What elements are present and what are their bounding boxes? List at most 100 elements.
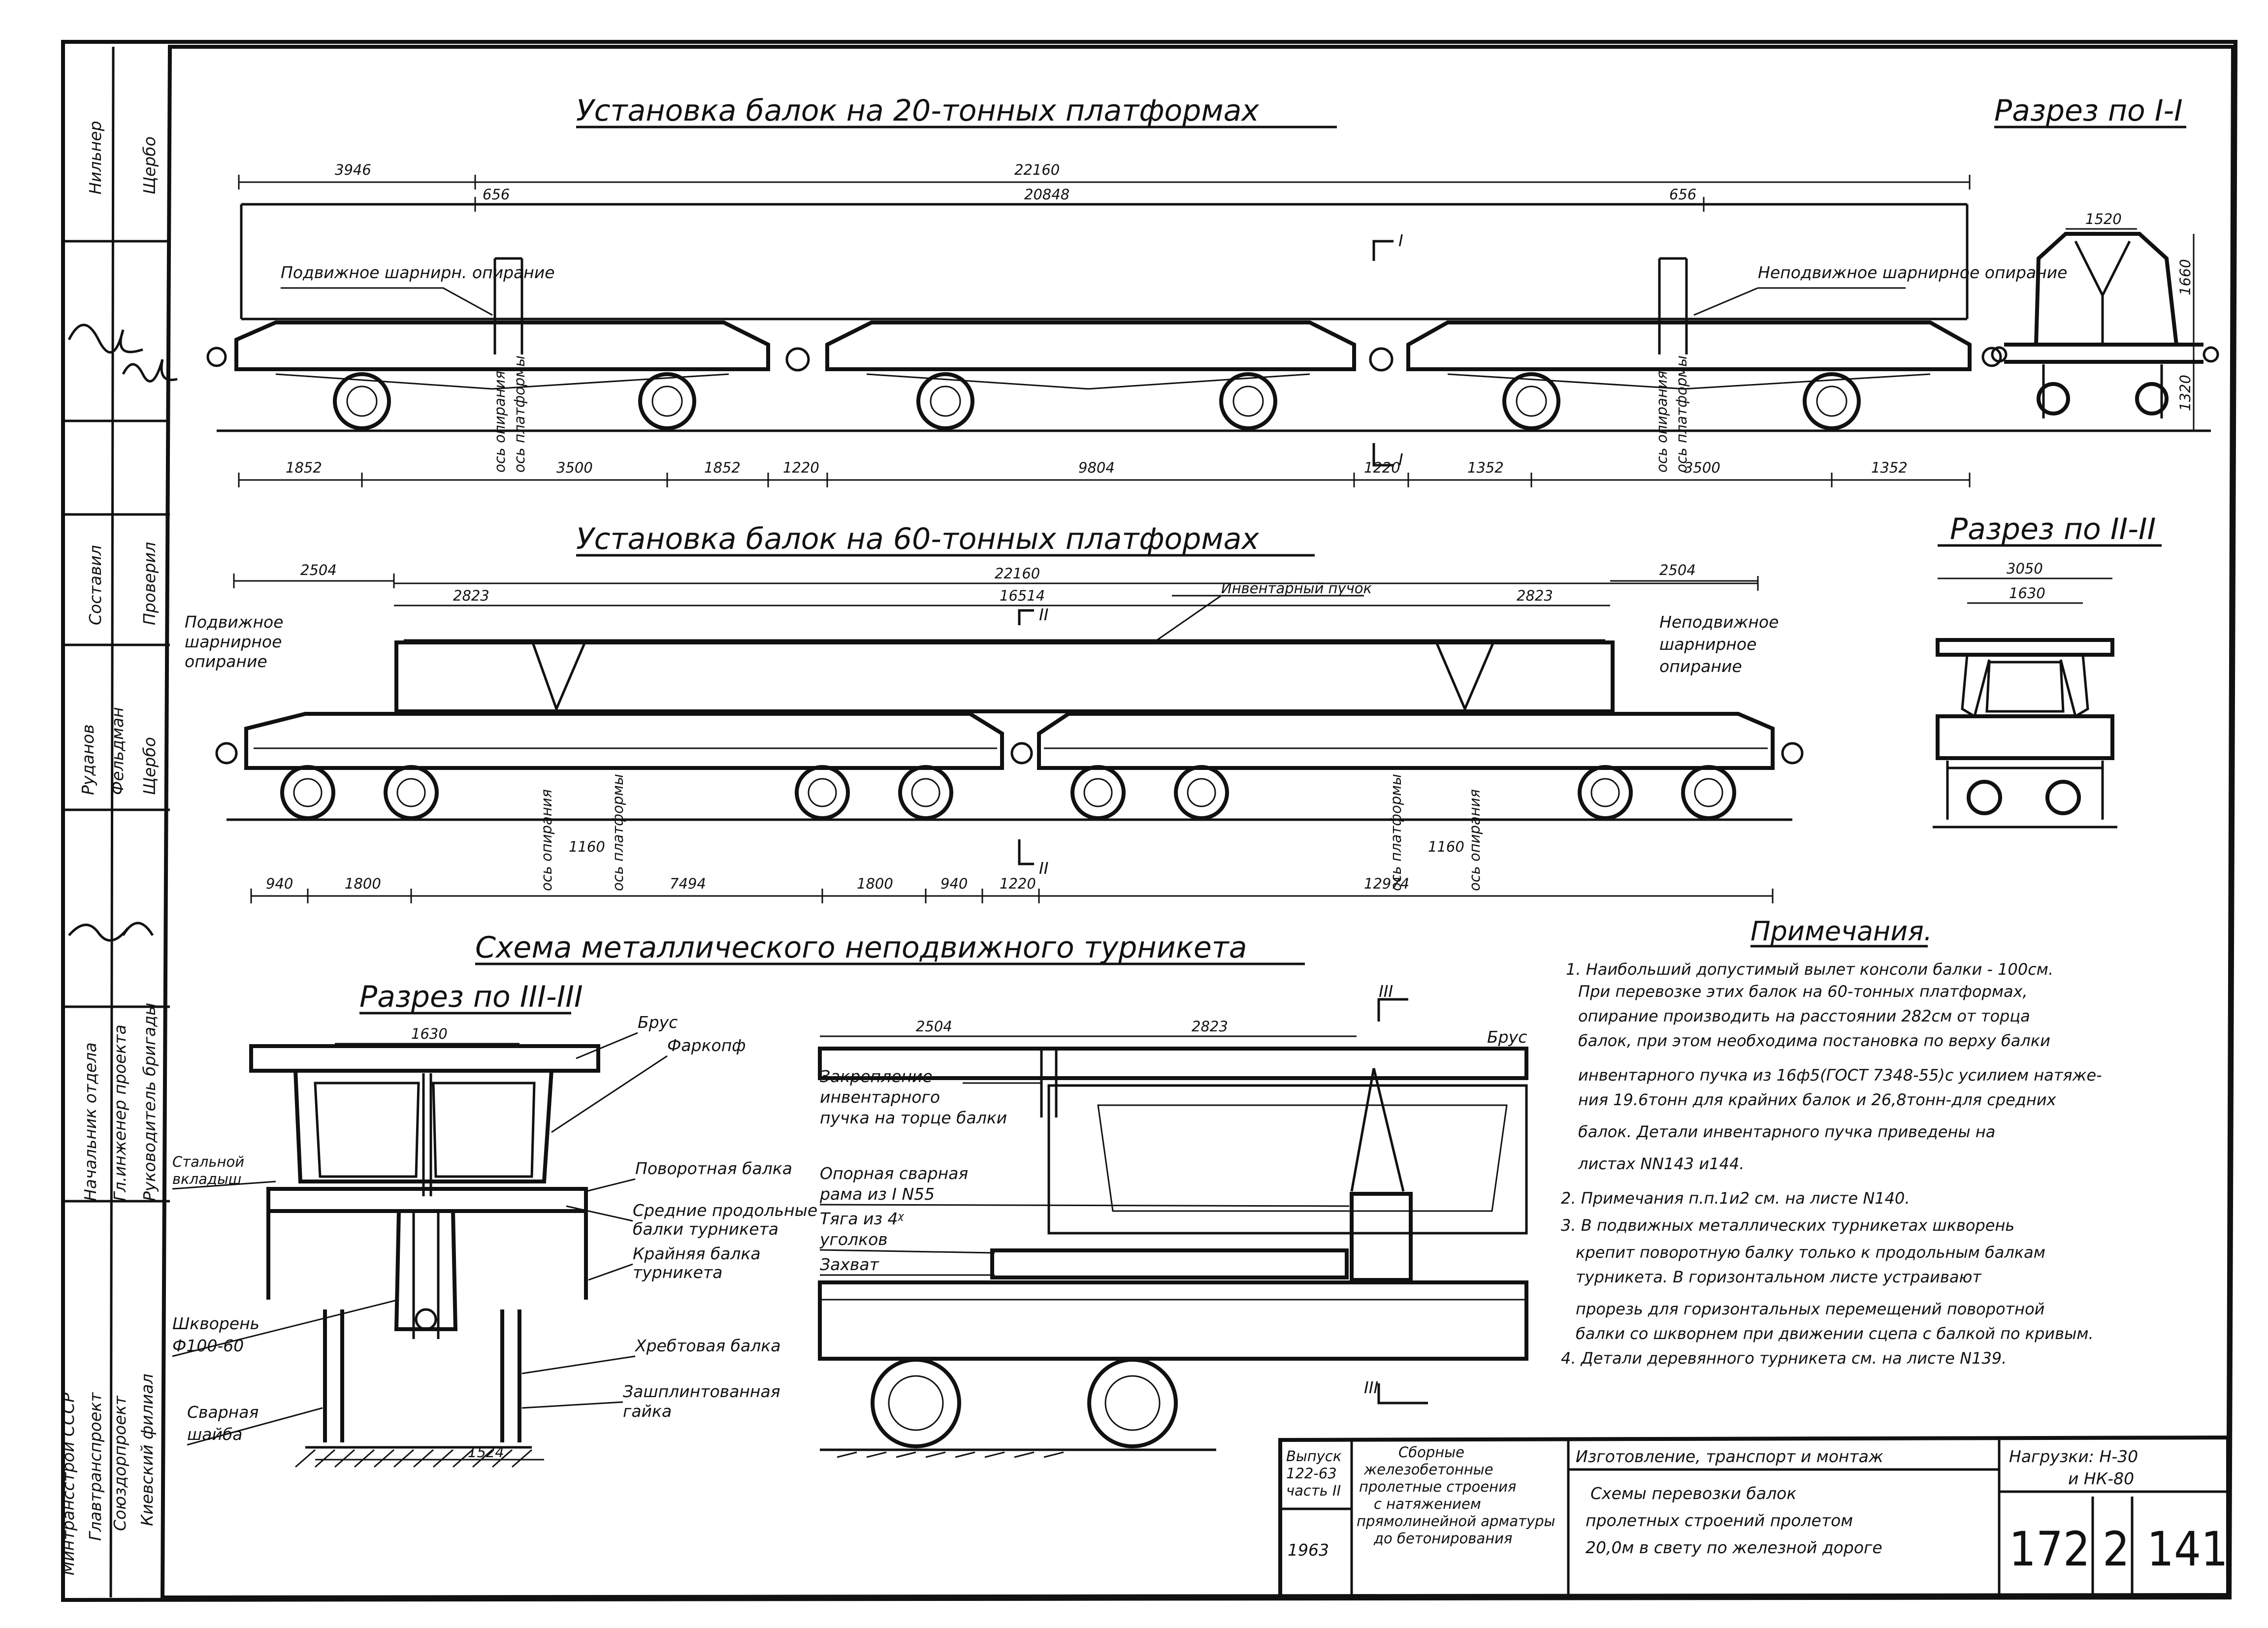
note-line-12: турникета. В горизонтальном листе устраи… bbox=[1576, 1268, 1982, 1286]
dim-1660: 1660 bbox=[2177, 259, 2194, 295]
tb-code-2: 2 bbox=[2103, 1522, 2130, 1577]
tb-sheet-title-3: 20,0м в свету по железной дороге bbox=[1586, 1538, 1882, 1557]
label-grip: Захват bbox=[820, 1255, 880, 1274]
dim-1220-b: 1220 bbox=[1364, 459, 1400, 476]
tb-section: Изготовление, транспорт и монтаж bbox=[1576, 1447, 1883, 1466]
label-washer-2: шайба bbox=[187, 1425, 242, 1444]
title-section-3: Разрез по III-III bbox=[359, 980, 583, 1014]
label-steel-insert-1: Стальной bbox=[172, 1153, 244, 1170]
tb-series-2: железобетонные bbox=[1363, 1461, 1493, 1478]
section-mark-III-top: III bbox=[1379, 982, 1393, 1001]
signature-2 bbox=[122, 359, 178, 383]
title-20t-platforms: Установка балок на 20-тонных платформах bbox=[576, 94, 1259, 128]
section-3-3: 1630 1524 Брус Фаркопф Поворотная балка … bbox=[172, 1013, 817, 1468]
dim-2504-b: 2504 bbox=[1659, 562, 1696, 578]
dim-9804: 9804 bbox=[1078, 459, 1115, 476]
dim-1160-b: 1160 bbox=[1428, 838, 1464, 855]
title-turnstile: Схема металлического неподвижного турник… bbox=[475, 930, 1247, 965]
dim-3500-b: 3500 bbox=[1684, 459, 1720, 476]
view-60t-platforms: 2504 22160 2823 16514 2504 2823 bbox=[185, 562, 1804, 903]
note-line-8: листах NN143 и144. bbox=[1578, 1154, 1744, 1173]
signature-4 bbox=[122, 922, 154, 936]
margin-role-3: Руководитель бригады bbox=[140, 1003, 159, 1201]
dim-1800-b: 1800 bbox=[857, 875, 893, 892]
dim-12974: 12974 bbox=[1364, 875, 1409, 892]
dim-1220-a: 1220 bbox=[783, 459, 819, 476]
note-line-3: опирание производить на расстоянии 282см… bbox=[1578, 1007, 2030, 1025]
tb-series-6: до бетонирования bbox=[1373, 1530, 1512, 1547]
margin-org-4: Киевский филиал bbox=[137, 1373, 157, 1526]
tb-sheet-title-1: Схемы перевозки балок bbox=[1590, 1484, 1796, 1503]
axis-platform-20t: ось платформы bbox=[511, 355, 528, 473]
section-mark-I-top: I bbox=[1398, 231, 1403, 250]
note-line-15: 4. Детали деревянного турникета см. на л… bbox=[1561, 1349, 2007, 1368]
label-movable-hinge-60t-2: шарнирное bbox=[185, 632, 282, 651]
section-mark-II-top: II bbox=[1039, 605, 1048, 624]
dim-16514: 16514 bbox=[1000, 587, 1045, 604]
label-inventory-tendon: Инвентарный пучок bbox=[1221, 580, 1372, 597]
wheels-60t bbox=[280, 765, 1736, 820]
margin-name-7: Щербо bbox=[140, 737, 159, 795]
axis-platform-20t-right: ось платформы bbox=[1673, 355, 1690, 473]
section-1-1: 1520 1660 1320 bbox=[1991, 211, 2219, 432]
note-line-2: При перевозке этих балок на 60-тонных пл… bbox=[1578, 982, 2028, 1001]
label-fastening-2: инвентарного bbox=[820, 1087, 940, 1107]
label-cotter-nut-1: Зашплинтованная bbox=[623, 1382, 780, 1401]
signature-3 bbox=[68, 924, 129, 942]
label-frame-2: рама из I N55 bbox=[819, 1184, 935, 1204]
label-middle-beams-1: Средние продольные bbox=[633, 1201, 817, 1220]
margin-name-5: Руданов bbox=[78, 724, 97, 795]
margin-name-2: Щербо bbox=[140, 136, 159, 194]
tb-sheet-title-2: пролетных строений пролетом bbox=[1586, 1511, 1853, 1530]
section-2-2: 3050 1630 bbox=[1933, 560, 2117, 829]
dim-1630-s3: 1630 bbox=[411, 1025, 448, 1042]
note-line-9: 2. Примечания п.п.1и2 см. на листе N140. bbox=[1561, 1189, 1910, 1208]
dim-1520: 1520 bbox=[2085, 211, 2122, 227]
label-brus: Брус bbox=[638, 1013, 678, 1032]
label-brus-detail: Брус bbox=[1487, 1027, 1527, 1047]
margin-org-2: Главтранспроект bbox=[86, 1392, 105, 1541]
label-fixed-hinge-20t: Неподвижное шарнирное опирание bbox=[1758, 263, 2067, 282]
label-rod-2: уголков bbox=[819, 1230, 888, 1249]
label-rod-1: Тяга из 4ᵡ bbox=[820, 1209, 905, 1228]
title-section-1: Разрез по I-I bbox=[1994, 94, 2183, 128]
dim-22160: 22160 bbox=[1014, 161, 1060, 178]
note-line-7: балок. Детали инвентарного пучка приведе… bbox=[1578, 1122, 1995, 1141]
wheels-20t bbox=[333, 372, 1861, 430]
dim-1630-s2: 1630 bbox=[2009, 585, 2045, 602]
dim-2823-a: 2823 bbox=[453, 587, 489, 604]
margin-name-6: Фельдман bbox=[108, 707, 127, 795]
signature-1 bbox=[67, 323, 143, 354]
dim-656-left: 656 bbox=[483, 186, 510, 203]
label-farkopf: Фаркопф bbox=[667, 1036, 746, 1055]
dim-940-a: 940 bbox=[266, 875, 293, 892]
tb-loads-2: и НК-80 bbox=[2068, 1469, 2134, 1488]
title-block: Выпуск 122-63 часть II 1963 Сборные желе… bbox=[1278, 1435, 2230, 1600]
label-movable-hinge-20t: Подвижное шарнирн. опирание bbox=[281, 263, 555, 282]
note-line-13: прорезь для горизонтальных перемещений п… bbox=[1576, 1300, 2044, 1318]
dim-1524: 1524 bbox=[468, 1444, 504, 1461]
dim-1352-a: 1352 bbox=[1467, 459, 1504, 476]
tb-series-3: пролетные строения bbox=[1359, 1478, 1516, 1495]
axis-support-60t-a: ось опирания bbox=[538, 789, 555, 891]
view-20t-platforms: 3946 22160 20848 656 656 185 bbox=[206, 161, 2067, 487]
section-mark-II-bottom: II bbox=[1039, 859, 1048, 878]
note-line-10: 3. В подвижных металлических турникетах … bbox=[1561, 1216, 2014, 1235]
label-edge-beam-1: Крайняя балка bbox=[633, 1244, 761, 1263]
margin-role-2: Гл.инженер проекта bbox=[110, 1024, 130, 1201]
label-middle-beams-2: балки турникета bbox=[633, 1219, 778, 1239]
dim-1320: 1320 bbox=[2177, 375, 2194, 411]
axis-support-20t-right: ось опирания bbox=[1653, 371, 1670, 473]
dim-1800-a: 1800 bbox=[345, 875, 381, 892]
label-fastening-3: пучка на торце балки bbox=[820, 1108, 1007, 1127]
tb-issue-2: 122-63 bbox=[1286, 1465, 1337, 1482]
axis-platform-60t-b: ось платформы bbox=[1388, 774, 1404, 891]
label-washer-1: Сварная bbox=[187, 1403, 259, 1422]
label-kingpin-2: Ф100-60 bbox=[172, 1336, 244, 1355]
dim-1220-mid: 1220 bbox=[1000, 875, 1036, 892]
dim-2504-detail: 2504 bbox=[916, 1018, 952, 1035]
margin-role-1: Начальник отдела bbox=[81, 1042, 100, 1201]
label-movable-hinge-60t-1: Подвижное bbox=[185, 612, 284, 632]
label-fastening-1: Закрепление bbox=[820, 1067, 933, 1086]
